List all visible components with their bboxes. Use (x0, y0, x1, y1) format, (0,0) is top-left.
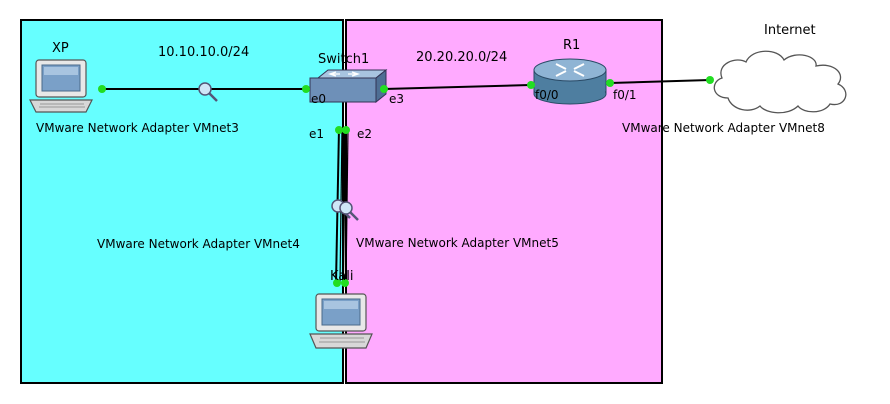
port-dot-f01 (606, 79, 614, 87)
port-e1-label: e1 (309, 127, 325, 141)
capture-magnifier-e2-icon[interactable] (339, 201, 359, 221)
port-dot-internet (706, 76, 714, 84)
port-e3-label: e3 (389, 92, 405, 106)
port-dot-kali-b (341, 279, 349, 287)
adapter-vmnet4-label: VMware Network Adapter VMnet4 (97, 237, 300, 251)
port-dot-e1 (335, 126, 343, 134)
port-e0-label: e0 (311, 92, 327, 106)
switch1-switch-icon[interactable] (309, 68, 388, 104)
internet-label: Internet (764, 23, 816, 38)
adapter-vmnet5-label: VMware Network Adapter VMnet5 (356, 236, 559, 250)
port-dots (98, 76, 714, 287)
adapter-vmnet3-label: VMware Network Adapter VMnet3 (36, 121, 239, 135)
link-switch-router[interactable] (383, 84, 531, 90)
port-dot-kali-a (333, 279, 341, 287)
port-dot-e2 (342, 126, 350, 134)
port-f01-label: f0/1 (613, 88, 637, 102)
r1-label: R1 (563, 38, 581, 53)
switch1-label: Switch1 (318, 52, 370, 67)
link-router-internet[interactable] (609, 79, 711, 84)
port-dot-e0 (302, 85, 310, 93)
xp-label: XP (52, 41, 69, 56)
adapter-vmnet8-label: VMware Network Adapter VMnet8 (622, 121, 825, 135)
zone-right[interactable] (345, 19, 663, 384)
port-dot-f00 (527, 81, 535, 89)
subnet-left-label: 10.10.10.0/24 (158, 45, 250, 60)
port-dot-xp (98, 85, 106, 93)
port-dot-e3 (380, 85, 388, 93)
port-f00-label: f0/0 (535, 88, 559, 102)
port-e2-label: e2 (357, 127, 373, 141)
internet-cloud-icon[interactable] (713, 50, 847, 114)
capture-magnifier-icon[interactable] (198, 82, 218, 102)
r1-router-icon[interactable] (533, 58, 607, 105)
kali-label: Kali (330, 269, 354, 284)
subnet-right-label: 20.20.20.0/24 (416, 50, 508, 65)
xp-laptop-icon[interactable] (29, 59, 93, 113)
kali-laptop-icon[interactable] (309, 293, 373, 349)
